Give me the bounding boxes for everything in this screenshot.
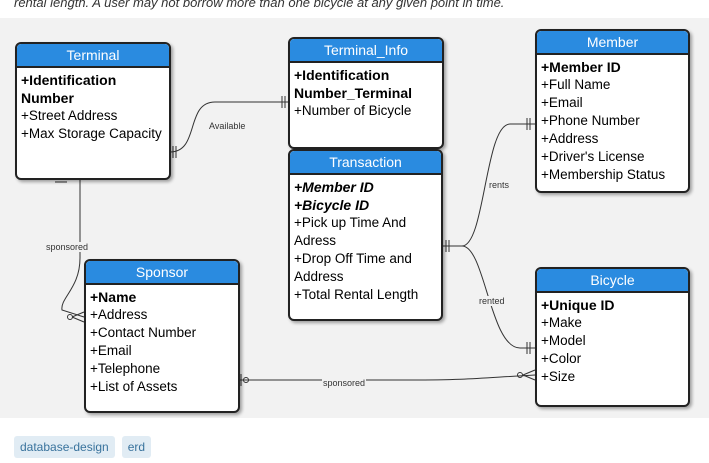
intro-text: rental length. A user may not borrow mor…	[14, 0, 505, 10]
entity-attribute: +Member ID	[541, 59, 621, 75]
entity-sponsor-title: Sponsor	[86, 261, 238, 285]
relationship-label-rented: rented	[478, 296, 506, 306]
relationship-label-sponsored-terminal: sponsored	[45, 242, 90, 252]
entity-bicycle-title: Bicycle	[537, 269, 688, 293]
entity-attribute: +Bicycle ID	[294, 197, 370, 213]
entity-attribute: +Address	[90, 307, 148, 322]
entity-member[interactable]: Member +Member ID +Full Name +Email +Pho…	[535, 29, 690, 193]
entity-bicycle[interactable]: Bicycle +Unique ID +Make +Model +Color +…	[535, 267, 690, 407]
entity-attribute: +Contact Number	[90, 325, 197, 340]
entity-sponsor[interactable]: Sponsor +Name +Address +Contact Number +…	[84, 259, 240, 413]
marker-sponsor-many-2	[71, 316, 85, 323]
marker-sponsor-many-1	[71, 311, 85, 318]
marker-bicycle-many-1	[522, 369, 536, 376]
entity-attribute: +Total Rental Length	[294, 287, 419, 302]
entity-member-attributes: +Member ID +Full Name +Email +Phone Numb…	[537, 55, 688, 188]
marker-bicycle-many-2	[522, 374, 536, 381]
entity-sponsor-attributes: +Name +Address +Contact Number +Email +T…	[86, 285, 238, 400]
tag-erd[interactable]: erd	[121, 436, 152, 458]
tag-list: database-design erd	[14, 436, 152, 458]
marker-bicycle-zero	[517, 372, 523, 378]
entity-attribute: +Unique ID	[541, 297, 615, 313]
marker-sponsor-zero	[67, 314, 73, 320]
entity-bicycle-attributes: +Unique ID +Make +Model +Color +Size	[537, 293, 688, 390]
entity-terminal-info[interactable]: Terminal_Info +Identification Number_Ter…	[288, 37, 444, 149]
entity-attribute: +Email	[541, 95, 583, 110]
tag-database-design[interactable]: database-design	[14, 436, 115, 458]
entity-terminal-title: Terminal	[17, 44, 169, 68]
entity-attribute: +Size	[541, 369, 576, 384]
entity-attribute: +Email	[90, 343, 132, 358]
relationship-label-sponsored-bicycle: sponsored	[322, 378, 367, 388]
entity-attribute: +Identification Number	[21, 72, 117, 106]
entity-attribute: +Name	[90, 289, 137, 305]
entity-member-title: Member	[537, 31, 688, 55]
entity-attribute: +Identification Number_Terminal	[294, 67, 412, 101]
entity-attribute: +Color	[541, 351, 582, 366]
relationship-label-rents: rents	[488, 180, 511, 190]
entity-terminal[interactable]: Terminal +Identification Number +Street …	[15, 42, 171, 180]
entity-transaction-attributes: +Member ID +Bicycle ID +Pick up Time And…	[290, 175, 441, 308]
entity-terminal-info-attributes: +Identification Number_Terminal +Number …	[290, 63, 442, 124]
entity-attribute: +Telephone	[90, 361, 161, 376]
entity-attribute: +Address	[541, 131, 599, 146]
entity-attribute: +Driver's License	[541, 149, 645, 164]
entity-transaction[interactable]: Transaction +Member ID +Bicycle ID +Pick…	[288, 149, 443, 321]
entity-attribute: +Member ID	[294, 179, 374, 195]
entity-attribute: +Membership Status	[541, 167, 666, 182]
connector-rents	[441, 123, 535, 247]
entity-attribute: +Make	[541, 315, 582, 330]
connector-sponsored-bicycle	[237, 374, 536, 381]
entity-attribute: +Model	[541, 333, 586, 348]
marker-sponsor-zero-right	[243, 377, 249, 383]
relationship-label-available: Available	[208, 121, 247, 131]
entity-attribute: +Drop Off Time and Address	[294, 251, 412, 284]
entity-transaction-title: Transaction	[290, 151, 441, 175]
erd-diagram: Available sponsored rents rented sponsor…	[0, 18, 709, 418]
entity-attribute: +Full Name	[541, 77, 611, 92]
entity-attribute: +Number of Bicycle	[294, 103, 412, 118]
entity-attribute: +Max Storage Capacity	[21, 126, 162, 141]
entity-attribute: +Street Address	[21, 108, 118, 123]
entity-attribute: +List of Assets	[90, 379, 178, 394]
entity-attribute: +Phone Number	[541, 113, 640, 128]
connector-lines	[55, 96, 536, 386]
connector-available	[169, 101, 288, 153]
entity-terminal-attributes: +Identification Number +Street Address +…	[17, 68, 169, 147]
connector-sponsored-terminal	[61, 178, 85, 318]
entity-terminal-info-title: Terminal_Info	[290, 39, 442, 63]
entity-attribute: +Pick up Time And Adress	[294, 215, 407, 248]
